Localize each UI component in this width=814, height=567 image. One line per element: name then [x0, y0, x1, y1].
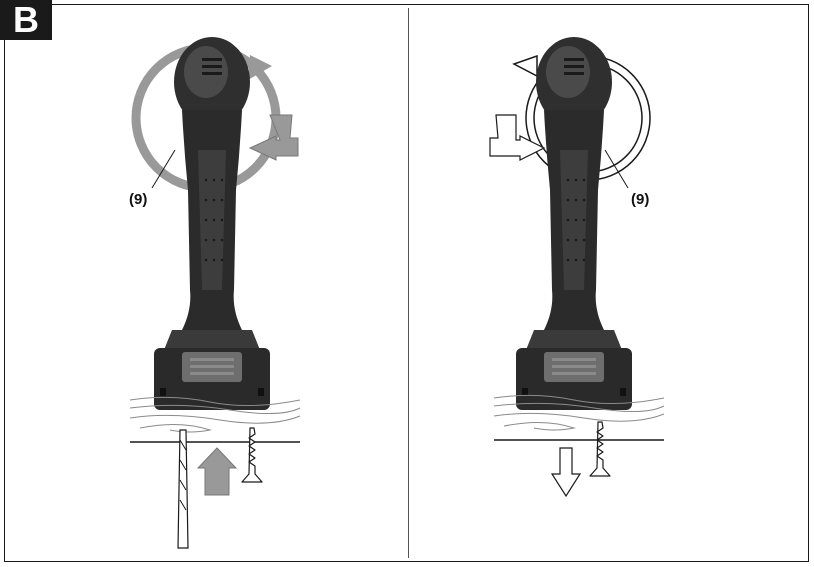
- drill-left: [154, 37, 270, 410]
- push-arrow-icon: [250, 115, 298, 160]
- left-panel: [130, 37, 300, 548]
- callout-label-right: (9): [631, 191, 649, 208]
- right-panel: [490, 37, 664, 496]
- screw-right-icon: [590, 422, 610, 476]
- push-arrow-icon: [490, 115, 544, 160]
- callout-label-left: (9): [129, 191, 147, 208]
- arrow-up-icon: [198, 448, 236, 495]
- screw-left-icon: [242, 428, 262, 482]
- drill-bit: [178, 430, 188, 548]
- arrow-down-icon: [552, 448, 580, 496]
- drill-right: [516, 37, 632, 410]
